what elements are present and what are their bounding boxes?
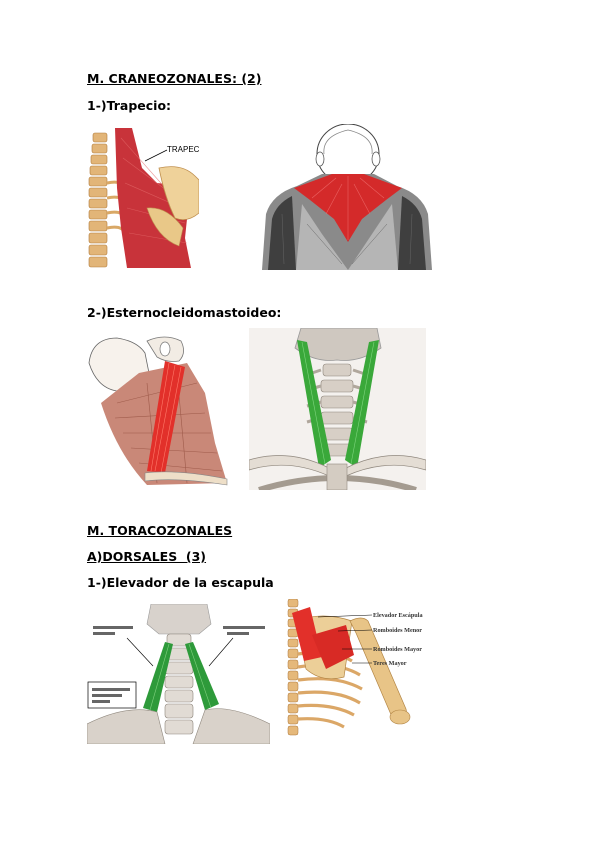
section-title-toracozonales: M. TORACOZONALES	[87, 523, 233, 538]
label-teres-mayor: Teres Mayor	[373, 660, 407, 667]
trapecio-posterior-illustration	[262, 124, 432, 270]
elevador-escapula-lateral-illustration: Elevador Escápula Romboides Menor Romboi…	[282, 599, 440, 742]
esternocleidomastoideo-lateral-illustration	[87, 333, 229, 489]
item-label-esternocleidomastoideo: 2-)Esternocleidomastoideo:	[87, 305, 282, 320]
esternocleidomastoideo-anterior-illustration	[249, 328, 426, 490]
section-title-craneozonales: M. CRANEOZONALES: (2)	[87, 71, 262, 86]
label-romboides-menor: Romboides Menor	[373, 627, 422, 634]
trapecio-figure-label: TRAPECIO	[167, 145, 199, 154]
label-romboides-mayor: Romboides Mayor	[373, 646, 422, 653]
subsection-title-dorsales: A)DORSALES (3)	[87, 549, 207, 564]
item-label-trapecio: 1-)Trapecio:	[87, 98, 172, 113]
label-elevador-escapula: Elevador Escápula	[373, 612, 423, 619]
elevador-escapula-posterior-illustration	[87, 604, 270, 744]
trapecio-lateral-illustration: TRAPECIO	[87, 128, 199, 268]
item-label-elevador-escapula: 1-)Elevador de la escapula	[87, 575, 274, 590]
